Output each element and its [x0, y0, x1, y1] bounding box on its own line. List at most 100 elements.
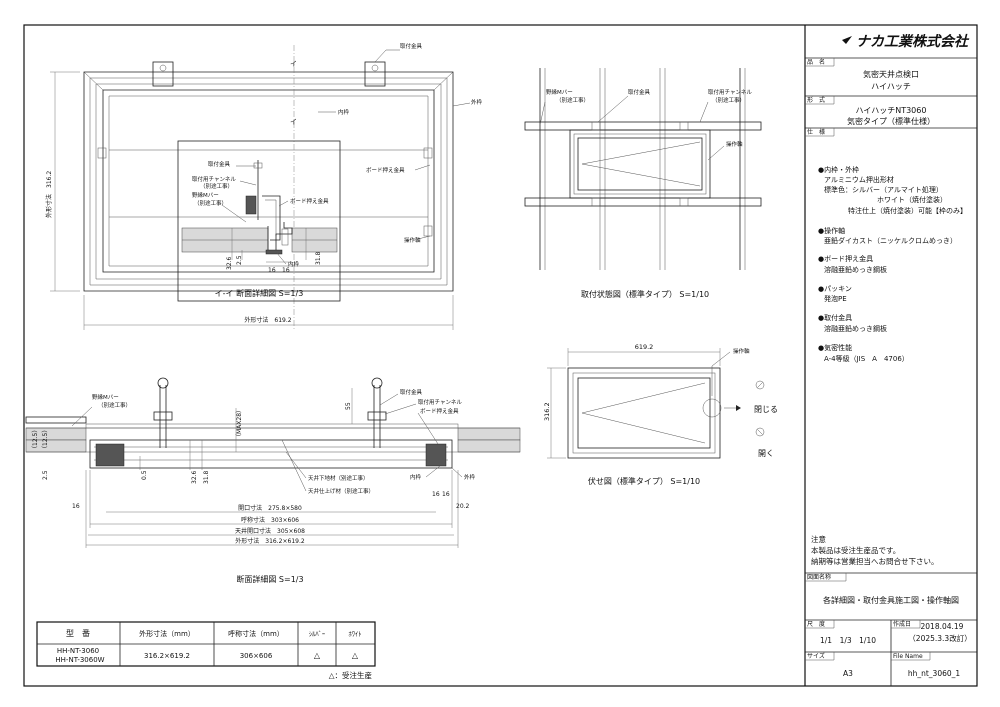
plan-height-dim: 316.2: [543, 402, 551, 421]
model-table: 型 番 外形寸法（mm） 呼称寸法（mm） ｼﾙﾊﾞｰ ﾎﾜｲﾄ HH-NT-3…: [36, 621, 376, 680]
detail-mbar-sub: （別途工事）: [194, 199, 227, 207]
table-white-value: △: [352, 651, 359, 660]
table-header-outer: 外形寸法（mm）: [139, 629, 195, 638]
size-value: A3: [843, 669, 853, 678]
section-board-label: ボード押え金具: [420, 407, 459, 415]
section-inner-label: 内枠: [410, 473, 422, 481]
detail-inner-label: 内枠: [288, 260, 300, 268]
model-2: 気密タイプ（標準仕様）: [847, 116, 935, 126]
long-section-view: 野縁Mバー （別途工事） 取付金具 取付用チャンネル ボード押え金具 天井下地材…: [25, 377, 521, 584]
section-dim-25: 2.5: [42, 470, 49, 480]
note-line-1: 本製品は受注生産品です。: [811, 545, 900, 555]
section-fitting-label: 取付金具: [400, 388, 423, 396]
spec-board-heading: ●ボード押え金具: [818, 254, 873, 263]
spec-axis-heading: ●操作軸: [818, 226, 845, 235]
spec-airtight-heading: ●気密性能: [818, 343, 852, 352]
detail-dim-318: 31.8: [315, 251, 322, 265]
section-dim-nominal: 呼称寸法 303×606: [241, 516, 299, 524]
install-title: 取付状態図（標準タイプ） S=1/10: [581, 289, 709, 299]
install-channel-sub: （別途工事）: [712, 96, 745, 104]
detail-board-label: ボード押え金具: [290, 197, 329, 205]
section-dim-outer: 外形寸法 316.2×619.2: [235, 537, 305, 545]
table-footnote: △：受注生産: [329, 670, 372, 680]
drawing-name-label: 図面名称: [807, 573, 831, 581]
detail-dim-16b: 16: [282, 267, 290, 274]
section-dim-318: 31.8: [203, 470, 210, 484]
file-value: hh_nt_3060_1: [908, 669, 961, 678]
detail-channel-sub: （別途工事）: [200, 182, 233, 190]
section-dim-55: 55: [345, 402, 352, 410]
section-dim-16r: 16: [432, 491, 440, 498]
table-header-silver: ｼﾙﾊﾞｰ: [309, 630, 325, 638]
spec-label: 仕 様: [807, 128, 825, 136]
section-outer-label: 外枠: [464, 473, 476, 481]
section-dim-05: 0.5: [141, 470, 148, 480]
section-dim-326: 32.6: [191, 470, 198, 484]
company-logo: ナカ工業株式会社: [842, 33, 970, 50]
detail-dim-25: 2.5: [236, 255, 243, 265]
detail-fitting-label: 取付金具: [208, 160, 231, 168]
spec-frame-2: 標準色：シルバー（アルマイト処理）: [824, 185, 943, 194]
note-heading: 注意: [811, 534, 826, 544]
section-dim-ceiling-opening: 天井開口寸法 305×608: [235, 527, 305, 535]
date-label: 作成日: [893, 620, 911, 628]
section-dim-16r2: 16: [442, 491, 450, 498]
section-mbar-sub: （別途工事）: [98, 401, 131, 409]
table-header-nominal: 呼称寸法（mm）: [228, 629, 284, 638]
table-header-model: 型 番: [66, 628, 90, 638]
spec-frame-4: 特注仕上（焼付塗装）可能【枠のみ】: [848, 206, 967, 215]
install-axis-label: 操作軸: [726, 140, 743, 148]
section-dim-125b: （12.5）: [42, 427, 49, 452]
spec-fitting-1: 溶融亜鉛めっき鋼板: [824, 324, 887, 333]
detail-mbar-label: 野縁Mバー: [192, 191, 219, 199]
section-mark-top: イ: [290, 60, 297, 68]
table-outer-value: 316.2×619.2: [144, 652, 190, 660]
spec-frame-3: ホワイト（焼付塗装）: [877, 195, 947, 204]
date-value-2: （2025.3.3改訂）: [908, 633, 971, 643]
top-height-dim: 外形寸法 316.2: [45, 171, 53, 218]
table-header-white: ﾎﾜｲﾄ: [349, 630, 362, 638]
spec-packing-heading: ●パッキン: [818, 285, 852, 293]
spec-frame-1: アルミニウム押出形材: [824, 175, 894, 184]
plan-open-label: 開く: [758, 449, 774, 458]
section-dim-125a: （12.5）: [32, 427, 39, 452]
spec-packing-1: 発泡PE: [824, 294, 847, 303]
section-dim-16l: 16: [72, 503, 80, 510]
spec-frame-heading: ●内枠・外枠: [818, 165, 859, 174]
label-axis: 操作軸: [404, 236, 421, 244]
table-model-1: HH-NT-3060: [57, 647, 99, 655]
detail-title: イ-イ 断面詳細図 S=1/3: [215, 288, 304, 298]
table-model-2: HH-NT-3060W: [55, 656, 104, 664]
plan-title: 伏せ図（標準タイプ） S=1/10: [588, 476, 700, 486]
label-inner-frame: 内枠: [338, 108, 350, 116]
section-dim-opening: 開口寸法 275.8×580: [238, 504, 302, 512]
section-ceiling-base-label: 天井下地材（別途工事）: [308, 474, 369, 482]
title-block: ナカ工業株式会社 品 名 気密天井点検口 ハイハッチ 形 式 ハイハッチNT30…: [804, 25, 977, 686]
label-fitting: 取付金具: [400, 42, 423, 50]
detail-dim-326: 32.6: [226, 256, 233, 270]
table-silver-value: △: [314, 651, 321, 660]
detail-dim-16a: 16: [268, 267, 276, 274]
scale-label: 尺 度: [807, 620, 825, 628]
install-fitting-label: 取付金具: [628, 88, 651, 96]
section-dim-202: 20.2: [456, 503, 470, 510]
section-mark-bottom: イ: [290, 118, 297, 126]
spec-axis-1: 亜鉛ダイカスト（ニッケルクロムめっき）: [824, 236, 957, 245]
install-mbar-sub: （別途工事）: [556, 96, 589, 104]
spec-list: ●内枠・外枠 アルミニウム押出形材 標準色：シルバー（アルマイト処理） ホワイト…: [818, 165, 967, 363]
product-name-2: ハイハッチ: [871, 82, 911, 91]
sheet-border: [23, 24, 978, 687]
section-mbar-label: 野縁Mバー: [92, 393, 119, 401]
plan-axis-label: 操作軸: [733, 347, 750, 355]
spec-fitting-heading: ●取付金具: [818, 313, 852, 322]
label-board-holder: ボード押え金具: [366, 166, 405, 174]
label-outer-frame: 外枠: [471, 98, 483, 106]
plan-close-label: 閉じる: [754, 405, 778, 414]
model-label: 形 式: [807, 96, 825, 104]
detail-channel-label: 取付用チャンネル: [192, 175, 236, 183]
spec-board-1: 溶融亜鉛めっき鋼板: [824, 265, 887, 274]
top-width-dim: 外形寸法 619.2: [244, 316, 291, 324]
drawing-name: 各詳細図・取付金具施工図・操作軸図: [823, 595, 959, 605]
section-title: 断面詳細図 S=1/3: [236, 574, 303, 584]
